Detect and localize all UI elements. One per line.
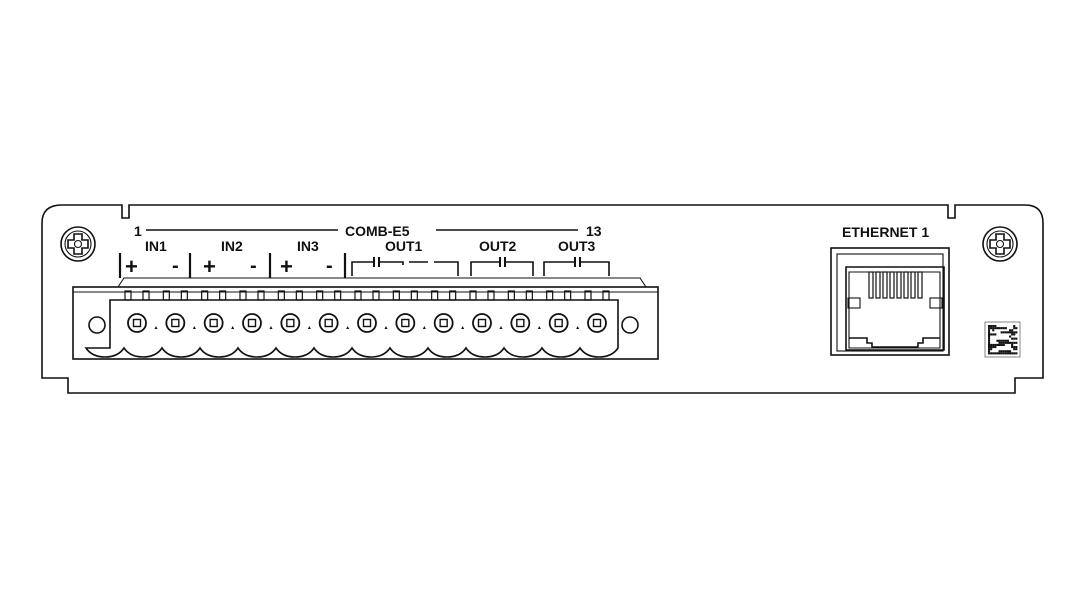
terminal-8[interactable]: [392, 290, 426, 333]
terminal-11[interactable]: [507, 290, 541, 333]
ethernet-label: ETHERNET 1: [842, 224, 929, 240]
mount-hole: [88, 316, 106, 334]
terminal-9[interactable]: [431, 290, 465, 333]
ethernet-port[interactable]: [830, 247, 950, 356]
screw-left-icon: [60, 226, 96, 262]
terminal-10[interactable]: [469, 290, 503, 333]
screw-right-icon: [982, 226, 1018, 262]
minus-symbol: -: [172, 255, 179, 277]
ethernet-pins: [868, 271, 923, 299]
terminal-1[interactable]: [124, 290, 158, 333]
terminal-7[interactable]: [354, 290, 388, 333]
output-group-1: OUT1: [351, 238, 459, 276]
output-label: OUT1: [385, 238, 423, 254]
terminal-6[interactable]: [316, 290, 350, 333]
output-group-2: OUT2: [470, 238, 534, 276]
input-label: IN2: [221, 238, 243, 254]
terminal-2[interactable]: [162, 290, 196, 333]
panel-outline: [41, 204, 1044, 394]
minus-symbol: -: [250, 255, 257, 277]
terminal-block: [72, 277, 659, 360]
terminal-5[interactable]: [277, 290, 311, 333]
terminal-13[interactable]: [584, 290, 610, 333]
terminal-3[interactable]: [201, 290, 235, 333]
output-label: OUT3: [558, 238, 596, 254]
input-group-2: IN2 + -: [203, 238, 257, 279]
plus-symbol: +: [280, 254, 293, 279]
output-group-3: OUT3: [543, 238, 610, 276]
input-label: IN1: [145, 238, 167, 254]
pin-first-label: 1: [134, 223, 142, 239]
datamatrix-code-icon: [984, 321, 1021, 358]
mount-hole: [621, 316, 639, 334]
terminal-12[interactable]: [546, 290, 580, 333]
pin-last-label: 13: [586, 223, 602, 239]
plus-symbol: +: [203, 254, 216, 279]
group-separators: [118, 253, 347, 278]
plus-symbol: +: [125, 254, 138, 279]
output-label: OUT2: [479, 238, 517, 254]
minus-symbol: -: [326, 255, 333, 277]
terminal-4[interactable]: [239, 290, 273, 333]
input-group-1: IN1 + -: [125, 238, 179, 279]
input-group-3: IN3 + -: [280, 238, 333, 279]
connector-label: COMB-E5: [345, 223, 410, 239]
input-label: IN3: [297, 238, 319, 254]
